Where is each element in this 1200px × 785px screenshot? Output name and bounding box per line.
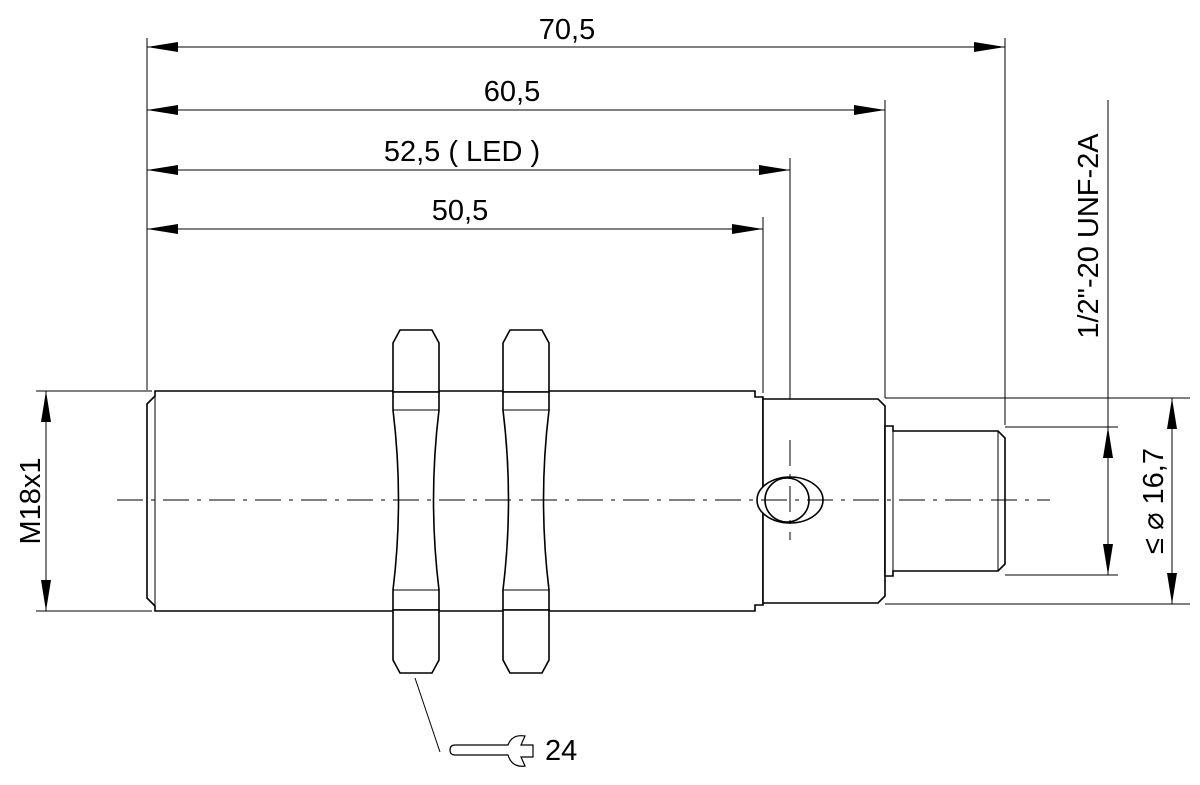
dimension-m18x1: M18x1 bbox=[15, 390, 152, 612]
dimension-50-5: 50,5 bbox=[147, 195, 763, 234]
dim-connector-thread-label: 1/2"-20 UNF-2A bbox=[1073, 133, 1105, 339]
hex-nut-right bbox=[502, 329, 550, 674]
sensor-body bbox=[146, 390, 1006, 612]
dimension-connector-thread: 1/2"-20 UNF-2A bbox=[1005, 100, 1118, 576]
hex-nut-left bbox=[392, 329, 440, 674]
dim-thread-length-label: 50,5 bbox=[432, 195, 488, 227]
wrench-size-label: 24 bbox=[545, 735, 577, 767]
dimension-52-5-led: 52,5 ( LED ) bbox=[147, 136, 790, 175]
dimension-60-5: 60,5 bbox=[147, 76, 885, 115]
wrench-size-callout: 24 bbox=[414, 677, 577, 767]
dim-led-position-label: 52,5 ( LED ) bbox=[384, 136, 540, 168]
wrench-icon bbox=[449, 735, 534, 767]
dim-body-length-label: 60,5 bbox=[484, 76, 540, 108]
dim-total-length-label: 70,5 bbox=[539, 14, 595, 46]
dimension-70-5: 70,5 bbox=[147, 14, 1005, 52]
dim-connector-diameter-label: ≤ ⌀ 16,7 bbox=[1138, 448, 1170, 554]
dim-thread-size-label: M18x1 bbox=[15, 457, 47, 544]
dimension-connector-diameter: ≤ ⌀ 16,7 bbox=[885, 397, 1190, 605]
